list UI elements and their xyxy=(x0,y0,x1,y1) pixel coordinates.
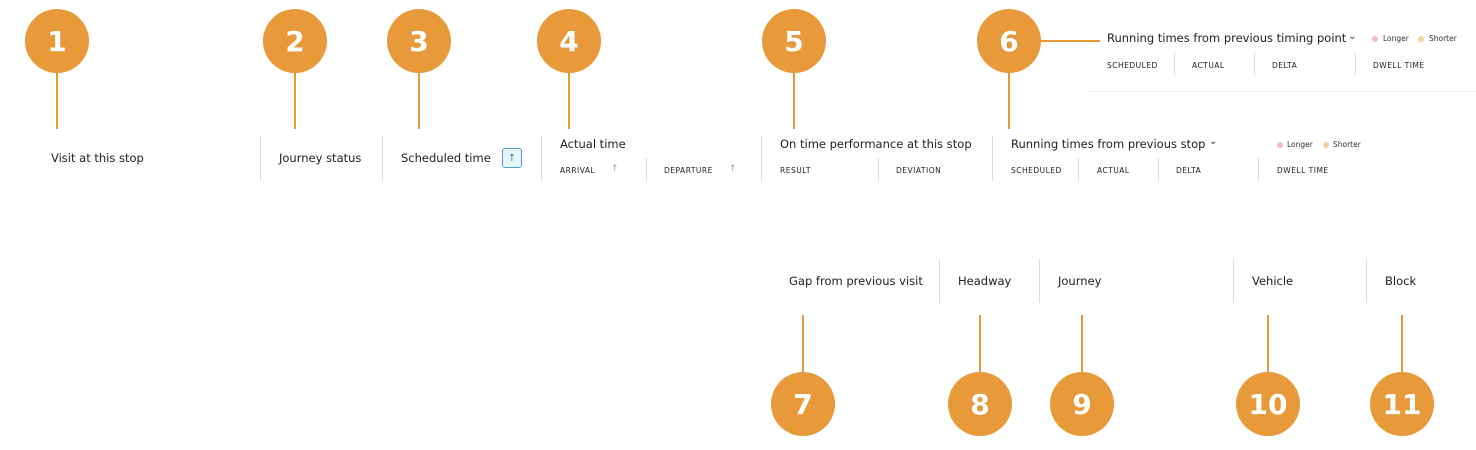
col-divider xyxy=(541,136,542,181)
col-divider xyxy=(1039,259,1040,303)
connector-4 xyxy=(568,73,570,129)
sub-divider xyxy=(1258,158,1259,181)
col-actual[interactable]: ACTUAL xyxy=(1097,166,1130,175)
callout-9: 9 xyxy=(1050,372,1114,436)
col-running-times-previous-stop[interactable]: Running times from previous stop xyxy=(1011,137,1206,151)
legend-shorter-label: Shorter xyxy=(1333,140,1361,149)
connector-6-horizontal xyxy=(1041,40,1100,42)
alt-col-scheduled[interactable]: SCHEDULED xyxy=(1107,61,1158,70)
col-delta[interactable]: DELTA xyxy=(1176,166,1202,175)
callout-2: 2 xyxy=(263,9,327,73)
col-actual-time[interactable]: Actual time xyxy=(560,137,626,151)
connector-9 xyxy=(1081,315,1083,373)
alt-col-dwell-time[interactable]: DWELL TIME xyxy=(1373,61,1425,70)
arrow-up-icon: ↑ xyxy=(507,152,517,164)
connector-11 xyxy=(1401,315,1403,373)
legend-shorter-swatch xyxy=(1418,36,1424,42)
col-dwell-time[interactable]: DWELL TIME xyxy=(1277,166,1329,175)
callout-7: 7 xyxy=(771,372,835,436)
col-on-time-performance[interactable]: On time performance at this stop xyxy=(780,137,972,151)
col-headway[interactable]: Headway xyxy=(958,274,1012,288)
col-divider xyxy=(382,136,383,181)
connector-3 xyxy=(418,73,420,129)
legend-shorter-label: Shorter xyxy=(1429,34,1457,43)
sub-divider xyxy=(1158,158,1159,181)
legend-longer-label: Longer xyxy=(1383,34,1409,43)
legend-longer-label: Longer xyxy=(1287,140,1313,149)
col-divider xyxy=(1366,259,1367,303)
col-divider xyxy=(992,136,993,181)
col-divider xyxy=(260,136,261,181)
callout-8: 8 xyxy=(948,372,1012,436)
alt-col-delta[interactable]: DELTA xyxy=(1272,61,1298,70)
col-journey[interactable]: Journey xyxy=(1058,274,1102,288)
col-divider xyxy=(761,136,762,181)
alt-header-bottom-border xyxy=(1090,91,1476,92)
callout-6: 6 xyxy=(977,9,1041,73)
col-scheduled[interactable]: SCHEDULED xyxy=(1011,166,1062,175)
col-divider xyxy=(1233,259,1234,303)
connector-10 xyxy=(1267,315,1269,373)
connector-1 xyxy=(56,73,58,129)
alt-col-actual[interactable]: ACTUAL xyxy=(1192,61,1225,70)
legend-shorter-swatch xyxy=(1323,142,1329,148)
legend-longer-swatch xyxy=(1372,36,1378,42)
col-deviation[interactable]: DEVIATION xyxy=(896,166,942,175)
col-vehicle[interactable]: Vehicle xyxy=(1252,274,1294,288)
callout-10: 10 xyxy=(1236,372,1300,436)
departure-sort-arrow-icon[interactable]: ↑ xyxy=(729,164,737,174)
col-gap-from-previous-visit[interactable]: Gap from previous visit xyxy=(789,274,923,288)
col-result[interactable]: RESULT xyxy=(780,166,811,175)
sub-divider xyxy=(878,158,879,181)
sub-divider xyxy=(646,158,647,181)
connector-5 xyxy=(793,73,795,129)
chevron-down-icon[interactable]: ⌄ xyxy=(1209,136,1218,147)
sub-divider xyxy=(1078,158,1079,181)
col-visit-at-this-stop[interactable]: Visit at this stop xyxy=(51,151,144,165)
col-journey-status[interactable]: Journey status xyxy=(279,151,362,165)
callout-3: 3 xyxy=(387,9,451,73)
alt-divider xyxy=(1355,53,1356,75)
legend-longer-swatch xyxy=(1277,142,1283,148)
sort-ascending-button[interactable]: ↑ xyxy=(502,148,522,168)
callout-5: 5 xyxy=(762,9,826,73)
running-times-timing-point-header[interactable]: Running times from previous timing point xyxy=(1107,31,1347,45)
connector-6 xyxy=(1008,73,1010,129)
connector-7 xyxy=(802,315,804,373)
col-departure[interactable]: DEPARTURE xyxy=(664,166,713,175)
col-divider xyxy=(939,259,940,303)
col-scheduled-time[interactable]: Scheduled time xyxy=(401,151,491,165)
arrival-sort-arrow-icon[interactable]: ↑ xyxy=(611,164,619,174)
callout-4: 4 xyxy=(537,9,601,73)
chevron-down-icon[interactable]: ⌄ xyxy=(1348,31,1357,42)
alt-divider xyxy=(1174,53,1175,75)
col-block[interactable]: Block xyxy=(1385,274,1417,288)
col-arrival[interactable]: ARRIVAL xyxy=(560,166,596,175)
callout-11: 11 xyxy=(1370,372,1434,436)
callout-1: 1 xyxy=(25,9,89,73)
connector-8 xyxy=(979,315,981,373)
alt-divider xyxy=(1254,53,1255,75)
connector-2 xyxy=(294,73,296,129)
